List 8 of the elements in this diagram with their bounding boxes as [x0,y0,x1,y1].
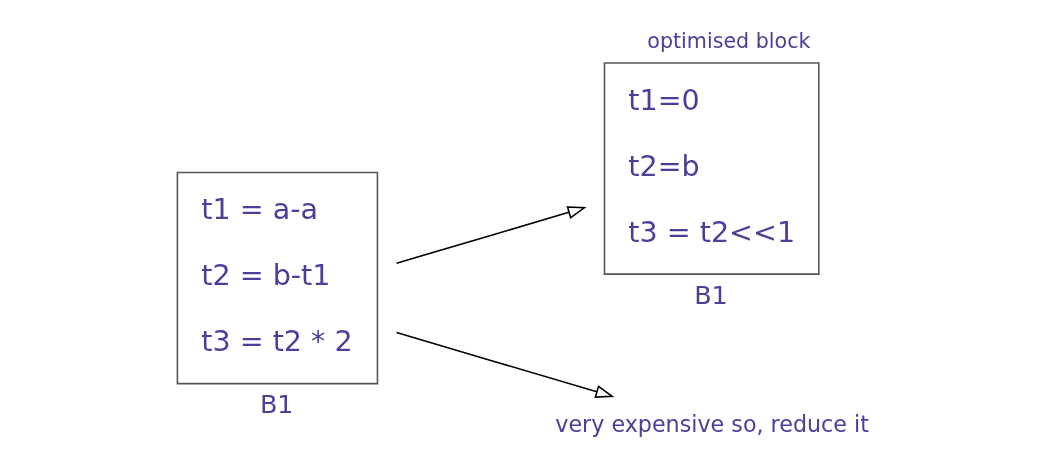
arrow [395,331,614,398]
node-label: optimised block [646,28,811,53]
node-label: B1 [693,279,728,310]
node-text: very expensive so, reduce it [554,410,869,437]
node-label: B1 [259,389,294,420]
node-box: t1 = a-a t2 = b-t1 t3 = t2 * 2 [176,171,378,385]
node-box: t1=0 t2=b t3 = t2<<1 [603,62,820,275]
arrow [395,206,587,264]
